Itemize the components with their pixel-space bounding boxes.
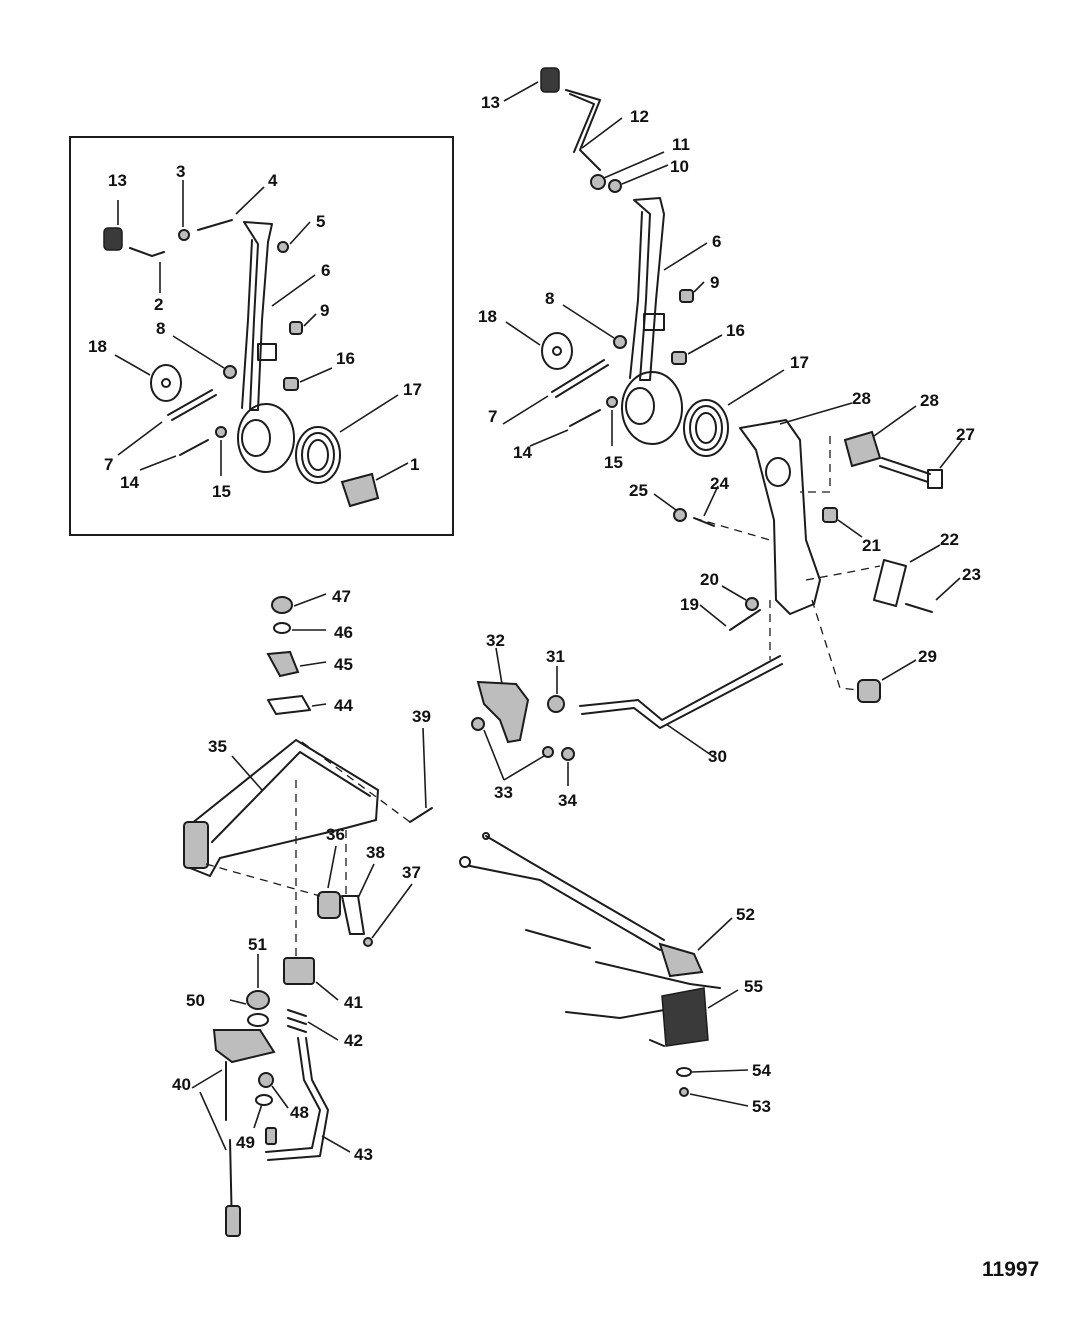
callout-label: 29 <box>918 647 937 666</box>
callout-labels: 13 3 4 5 6 9 8 18 16 17 1 7 14 15 2 13 1… <box>88 93 981 1164</box>
callout-label: 14 <box>120 473 139 492</box>
callout-label: 16 <box>726 321 745 340</box>
callout-label: 47 <box>332 587 351 606</box>
callout-label: 32 <box>486 631 505 650</box>
callout-label: 14 <box>513 443 532 462</box>
callout-label: 10 <box>670 157 689 176</box>
callout-label: 39 <box>412 707 431 726</box>
callout-label: 25 <box>629 481 648 500</box>
callout-label: 4 <box>268 171 278 190</box>
callout-label: 20 <box>700 570 719 589</box>
callout-label: 19 <box>680 595 699 614</box>
callout-label: 9 <box>320 301 329 320</box>
bracket-leaders <box>191 593 427 1153</box>
inset-throttle-arm-assembly <box>103 219 380 508</box>
callout-label: 55 <box>744 977 763 996</box>
callout-label: 8 <box>156 319 165 338</box>
callout-label: 13 <box>108 171 127 190</box>
link-assembly <box>471 655 783 761</box>
callout-label: 1 <box>410 455 419 474</box>
wiring-leaders <box>689 917 749 1107</box>
callout-label: 9 <box>710 273 719 292</box>
throttle-arm-assembly <box>540 67 943 703</box>
callout-label: 43 <box>354 1145 373 1164</box>
callout-label: 44 <box>334 696 353 715</box>
callout-label: 17 <box>403 380 422 399</box>
callout-label: 23 <box>962 565 981 584</box>
callout-label: 5 <box>316 212 325 231</box>
callout-label: 41 <box>344 993 363 1012</box>
callout-label: 34 <box>558 791 577 810</box>
bracket-alignment-lines <box>205 741 411 958</box>
callout-label: 49 <box>236 1133 255 1152</box>
callout-label: 12 <box>630 107 649 126</box>
callout-label: 8 <box>545 289 554 308</box>
callout-label: 16 <box>336 349 355 368</box>
callout-label: 54 <box>752 1061 771 1080</box>
callout-label: 22 <box>940 530 959 549</box>
callout-label: 31 <box>546 647 565 666</box>
callout-label: 11 <box>672 135 690 154</box>
callout-label: 51 <box>248 935 267 954</box>
callout-label: 38 <box>366 843 385 862</box>
callout-label: 3 <box>176 162 185 181</box>
callout-label: 28 <box>852 389 871 408</box>
callout-label: 46 <box>334 623 353 642</box>
callout-label: 6 <box>712 232 721 251</box>
bracket-assembly <box>183 596 433 1237</box>
callout-label: 7 <box>488 407 497 426</box>
callout-label: 33 <box>494 783 513 802</box>
upper-right-leaders <box>502 81 963 681</box>
callout-label: 45 <box>334 655 353 674</box>
callout-label: 37 <box>402 863 421 882</box>
callout-label: 40 <box>172 1075 191 1094</box>
callout-label: 15 <box>604 453 623 472</box>
callout-label: 52 <box>736 905 755 924</box>
inset-frame <box>69 136 454 536</box>
callout-label: 21 <box>862 536 881 555</box>
inset-leaders <box>114 180 409 481</box>
wiring-assembly <box>459 832 721 1097</box>
link-leaders <box>483 647 715 786</box>
callout-label: 13 <box>481 93 500 112</box>
figure-number: 11997 <box>982 1258 1039 1281</box>
callout-label: 42 <box>344 1031 363 1050</box>
callout-label: 30 <box>708 747 727 766</box>
callout-label: 15 <box>212 482 231 501</box>
callout-label: 24 <box>710 474 729 493</box>
callout-label: 28 <box>920 391 939 410</box>
callout-label: 27 <box>956 425 975 444</box>
callout-label: 18 <box>88 337 107 356</box>
callout-label: 53 <box>752 1097 771 1116</box>
callout-label: 7 <box>104 455 113 474</box>
callout-label: 50 <box>186 991 205 1010</box>
callout-label: 2 <box>154 295 163 314</box>
callout-label: 18 <box>478 307 497 326</box>
callout-label: 36 <box>326 825 345 844</box>
alignment-lines-upper-right <box>693 436 881 691</box>
callout-label: 6 <box>321 261 330 280</box>
callout-label: 35 <box>208 737 227 756</box>
callout-label: 17 <box>790 353 809 372</box>
callout-label: 48 <box>290 1103 309 1122</box>
